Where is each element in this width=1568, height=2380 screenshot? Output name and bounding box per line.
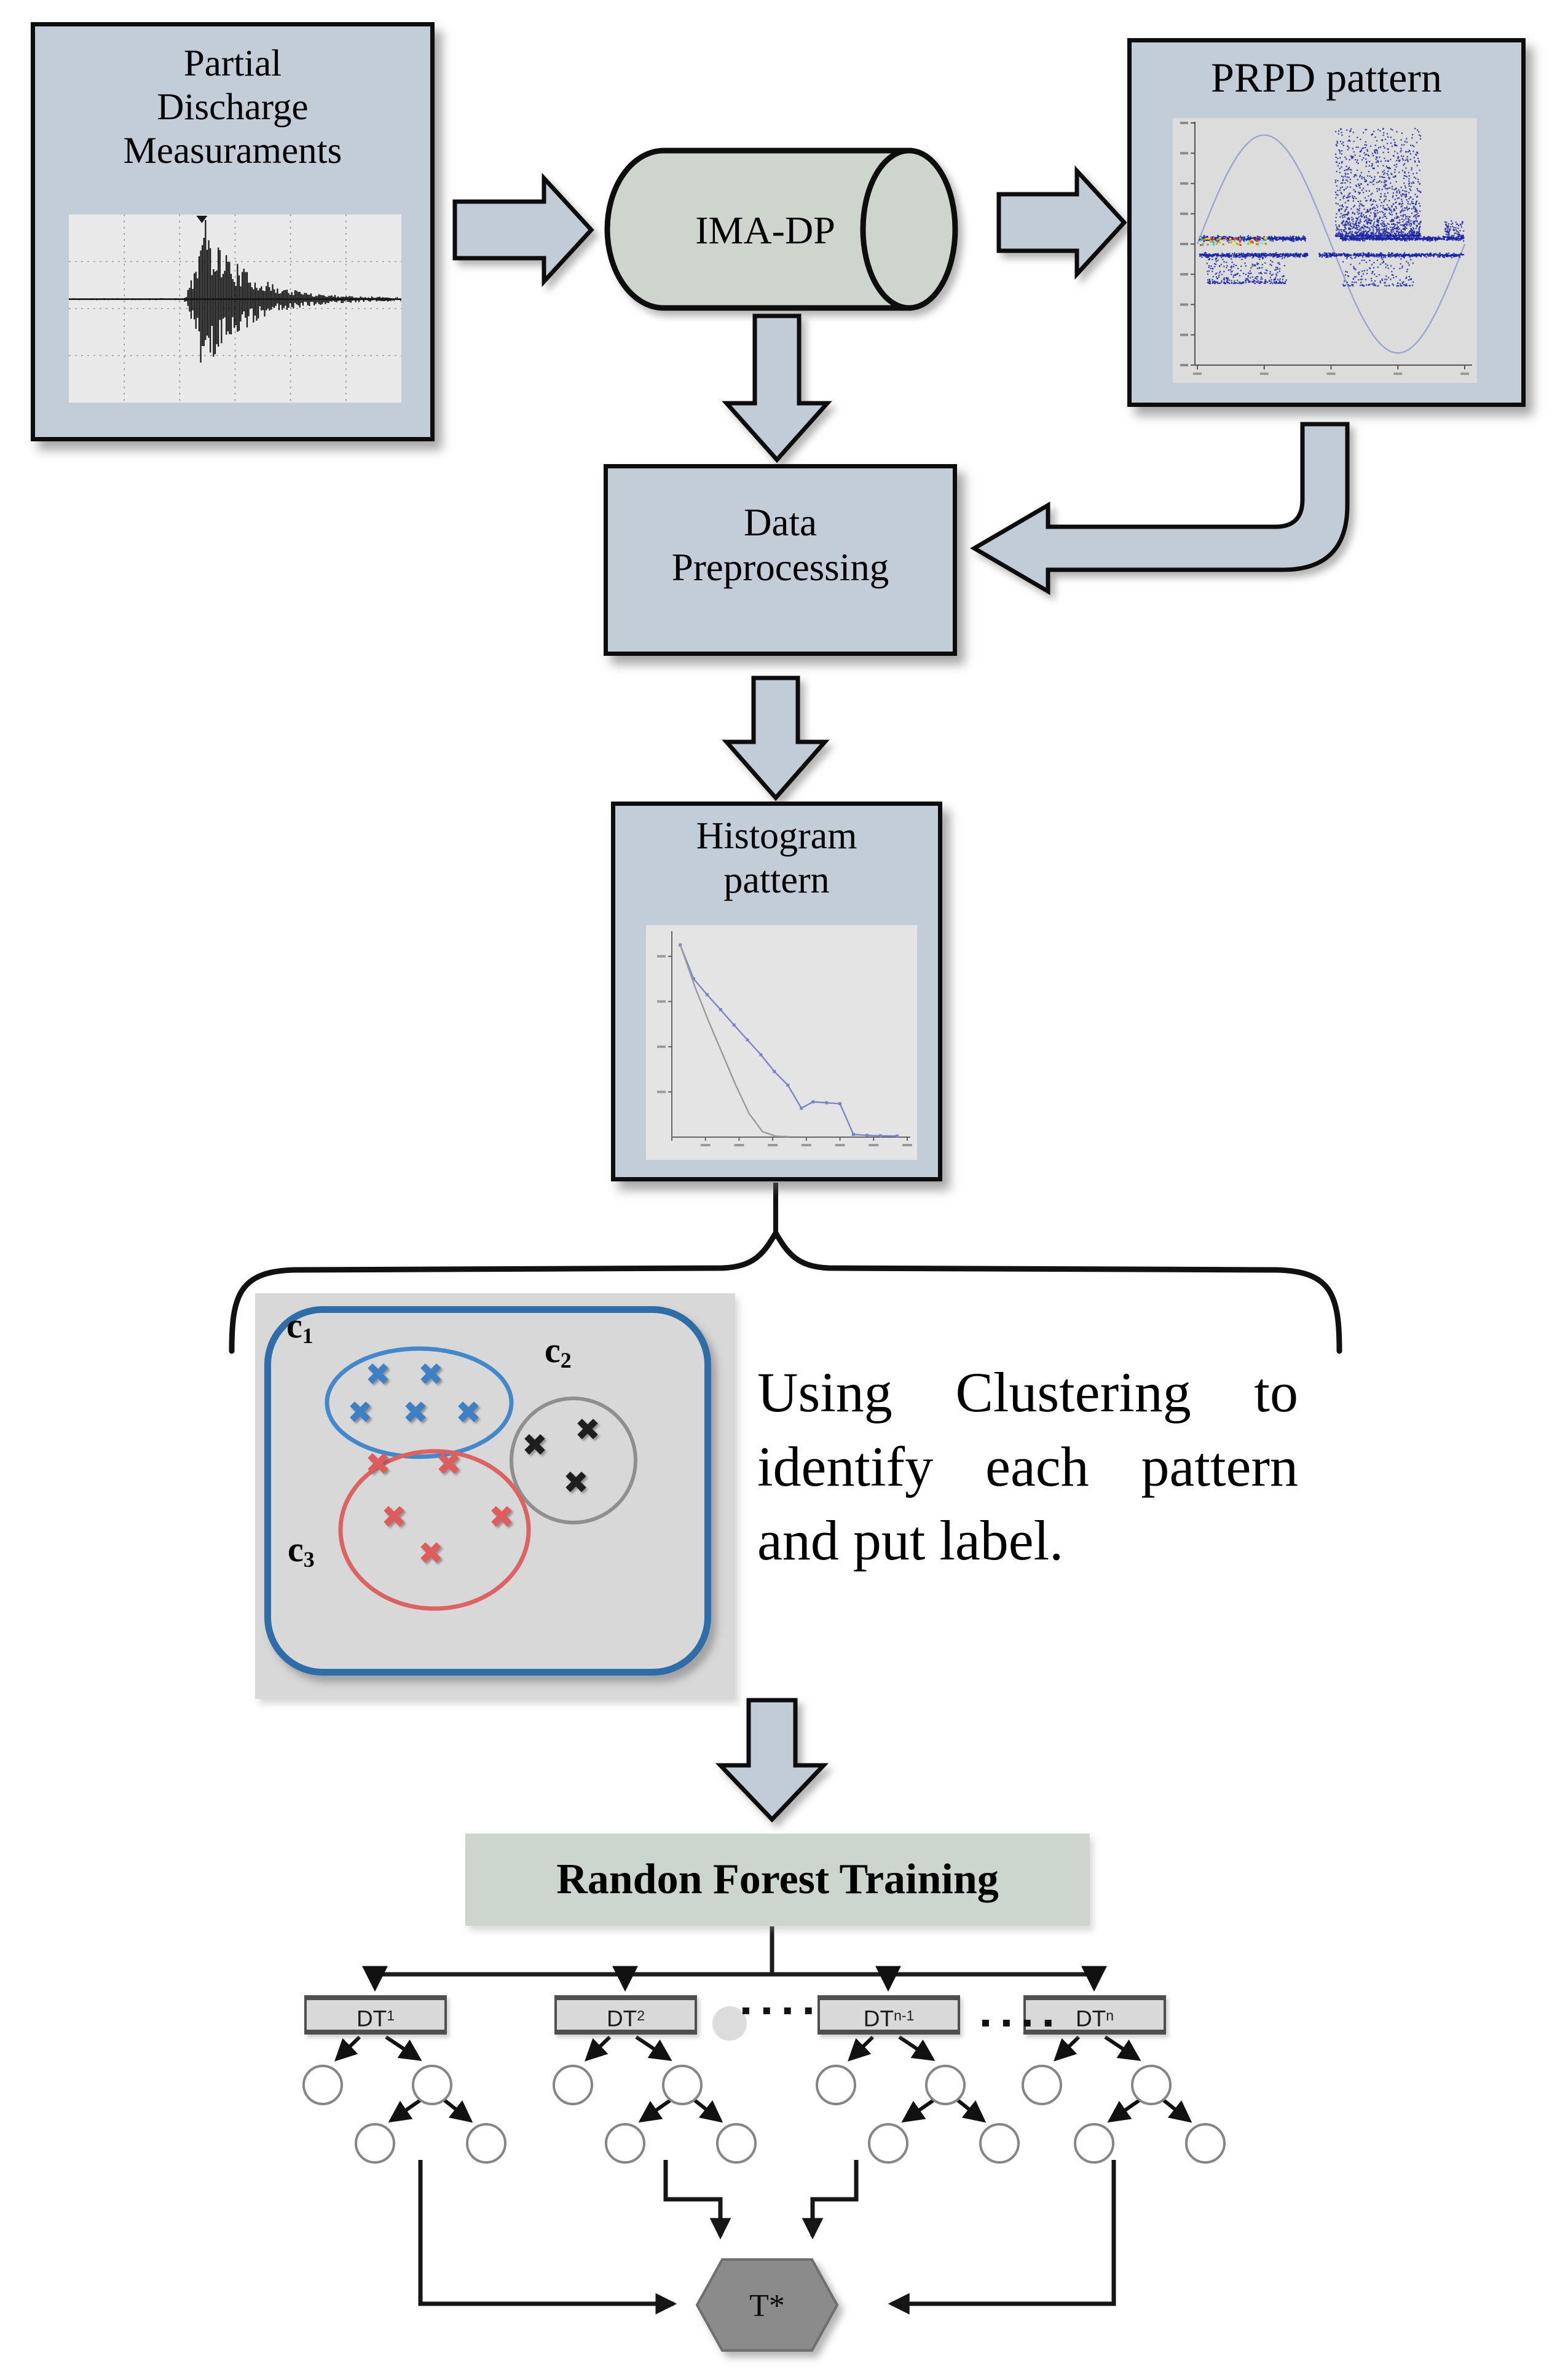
x-marker-icon: ✖ [575,1412,601,1448]
block-arrow-clustering-to-rf [715,1698,829,1823]
block-arrow-imadp-to-preprocessing [722,313,832,463]
x-marker-icon: ✖ [365,1446,391,1482]
c2-base: c [545,1330,561,1370]
histogram-line-plot [646,925,917,1160]
cluster-c3-label: c3 [288,1532,315,1571]
x-marker-icon: ✖ [365,1357,391,1392]
node-partial-discharge-title: Partial Discharge Measuraments [35,26,430,173]
node-prpd: PRPD pattern [1127,38,1526,407]
ellipsis-dots-1: ▪ ▪ ▪ ▪ [741,2003,817,2018]
dt2-sup: 2 [637,2008,645,2023]
c3-sub: 3 [303,1547,315,1572]
pd-title-line2: Discharge [157,86,309,128]
block-arrow-pd-to-imadp [452,173,594,287]
cluster-c2-label: c2 [545,1333,572,1372]
rf-branch-lines [362,1926,1107,1992]
clustering-annotation: Using Clustering to identify each patter… [757,1361,1298,1572]
node-partial-discharge: Partial Discharge Measuraments [31,22,435,441]
dtn1-sup: n-1 [894,2008,915,2023]
dtn1-main: DT [863,2006,894,2031]
decision-tree-leaves [302,2065,1226,2164]
node-prpd-title: PRPD pattern [1211,54,1442,101]
c1-base: c [286,1306,302,1346]
node-data-preprocessing-title: Data Preprocessing [608,468,953,590]
x-marker-icon: ✖ [489,1499,514,1535]
node-dtn: DTn [1023,1995,1166,2035]
c1-sub: 1 [302,1323,313,1348]
x-marker-icon: ✖ [563,1465,589,1500]
cluster-c1-label: c1 [286,1308,313,1347]
ellipsis-dots-2: ▪ ▪ ▪ ▪ [981,2015,1057,2030]
waveform-plot [69,215,401,403]
x-marker-icon: ✖ [418,1535,444,1571]
block-arrow-preprocessing-to-histogram [722,676,830,802]
vote-converge-lines [418,2160,1116,2315]
x-marker-icon: ✖ [403,1395,428,1430]
preprocessing-line1: Data [744,501,817,544]
node-dt2: DT2 [554,1995,697,2035]
dtn-main: DT [1075,2006,1106,2031]
block-arrow-imadp-to-prpd [996,165,1127,280]
pd-title-line3: Measuraments [123,130,342,171]
c3-base: c [288,1529,304,1569]
node-random-forest-training: Randon Forest Training [465,1834,1090,1926]
block-arrow-prpd-to-preprocessing [970,422,1350,596]
pd-title-line1: Partial [183,43,282,84]
aggregate-label: T* [749,2288,785,2323]
preprocessing-line2: Preprocessing [671,546,889,589]
node-data-preprocessing: Data Preprocessing [604,464,957,656]
node-imadp-label: IMA-DP [695,208,835,252]
x-marker-icon: ✖ [381,1499,407,1535]
decision-tree-graphs [334,2035,1192,2123]
x-marker-icon: ✖ [522,1427,548,1463]
node-dtn-1: DTn-1 [817,1995,960,2035]
histogram-line1: Histogram [696,815,857,857]
x-marker-icon: ✖ [418,1357,444,1392]
node-histogram-title: Histogram pattern [615,806,938,903]
x-marker-icon: ✖ [347,1395,373,1430]
node-histogram-pattern: Histogram pattern [611,802,942,1181]
node-dt1: DT1 [304,1995,447,2035]
prpd-scatter-points [1199,128,1465,287]
x-marker-icon: ✖ [436,1446,462,1482]
x-marker-icon: ✖ [455,1395,481,1430]
prpd-scatter-plot [1173,118,1477,383]
dt1-main: DT [356,2006,387,2031]
dt2-main: DT [606,2006,637,2031]
dt1-sup: 1 [387,2008,395,2023]
histogram-line2: pattern [723,859,830,901]
clustering-figure-frame [264,1306,711,1676]
c2-sub: 2 [560,1347,572,1373]
dtn-sup: n [1106,2008,1114,2023]
